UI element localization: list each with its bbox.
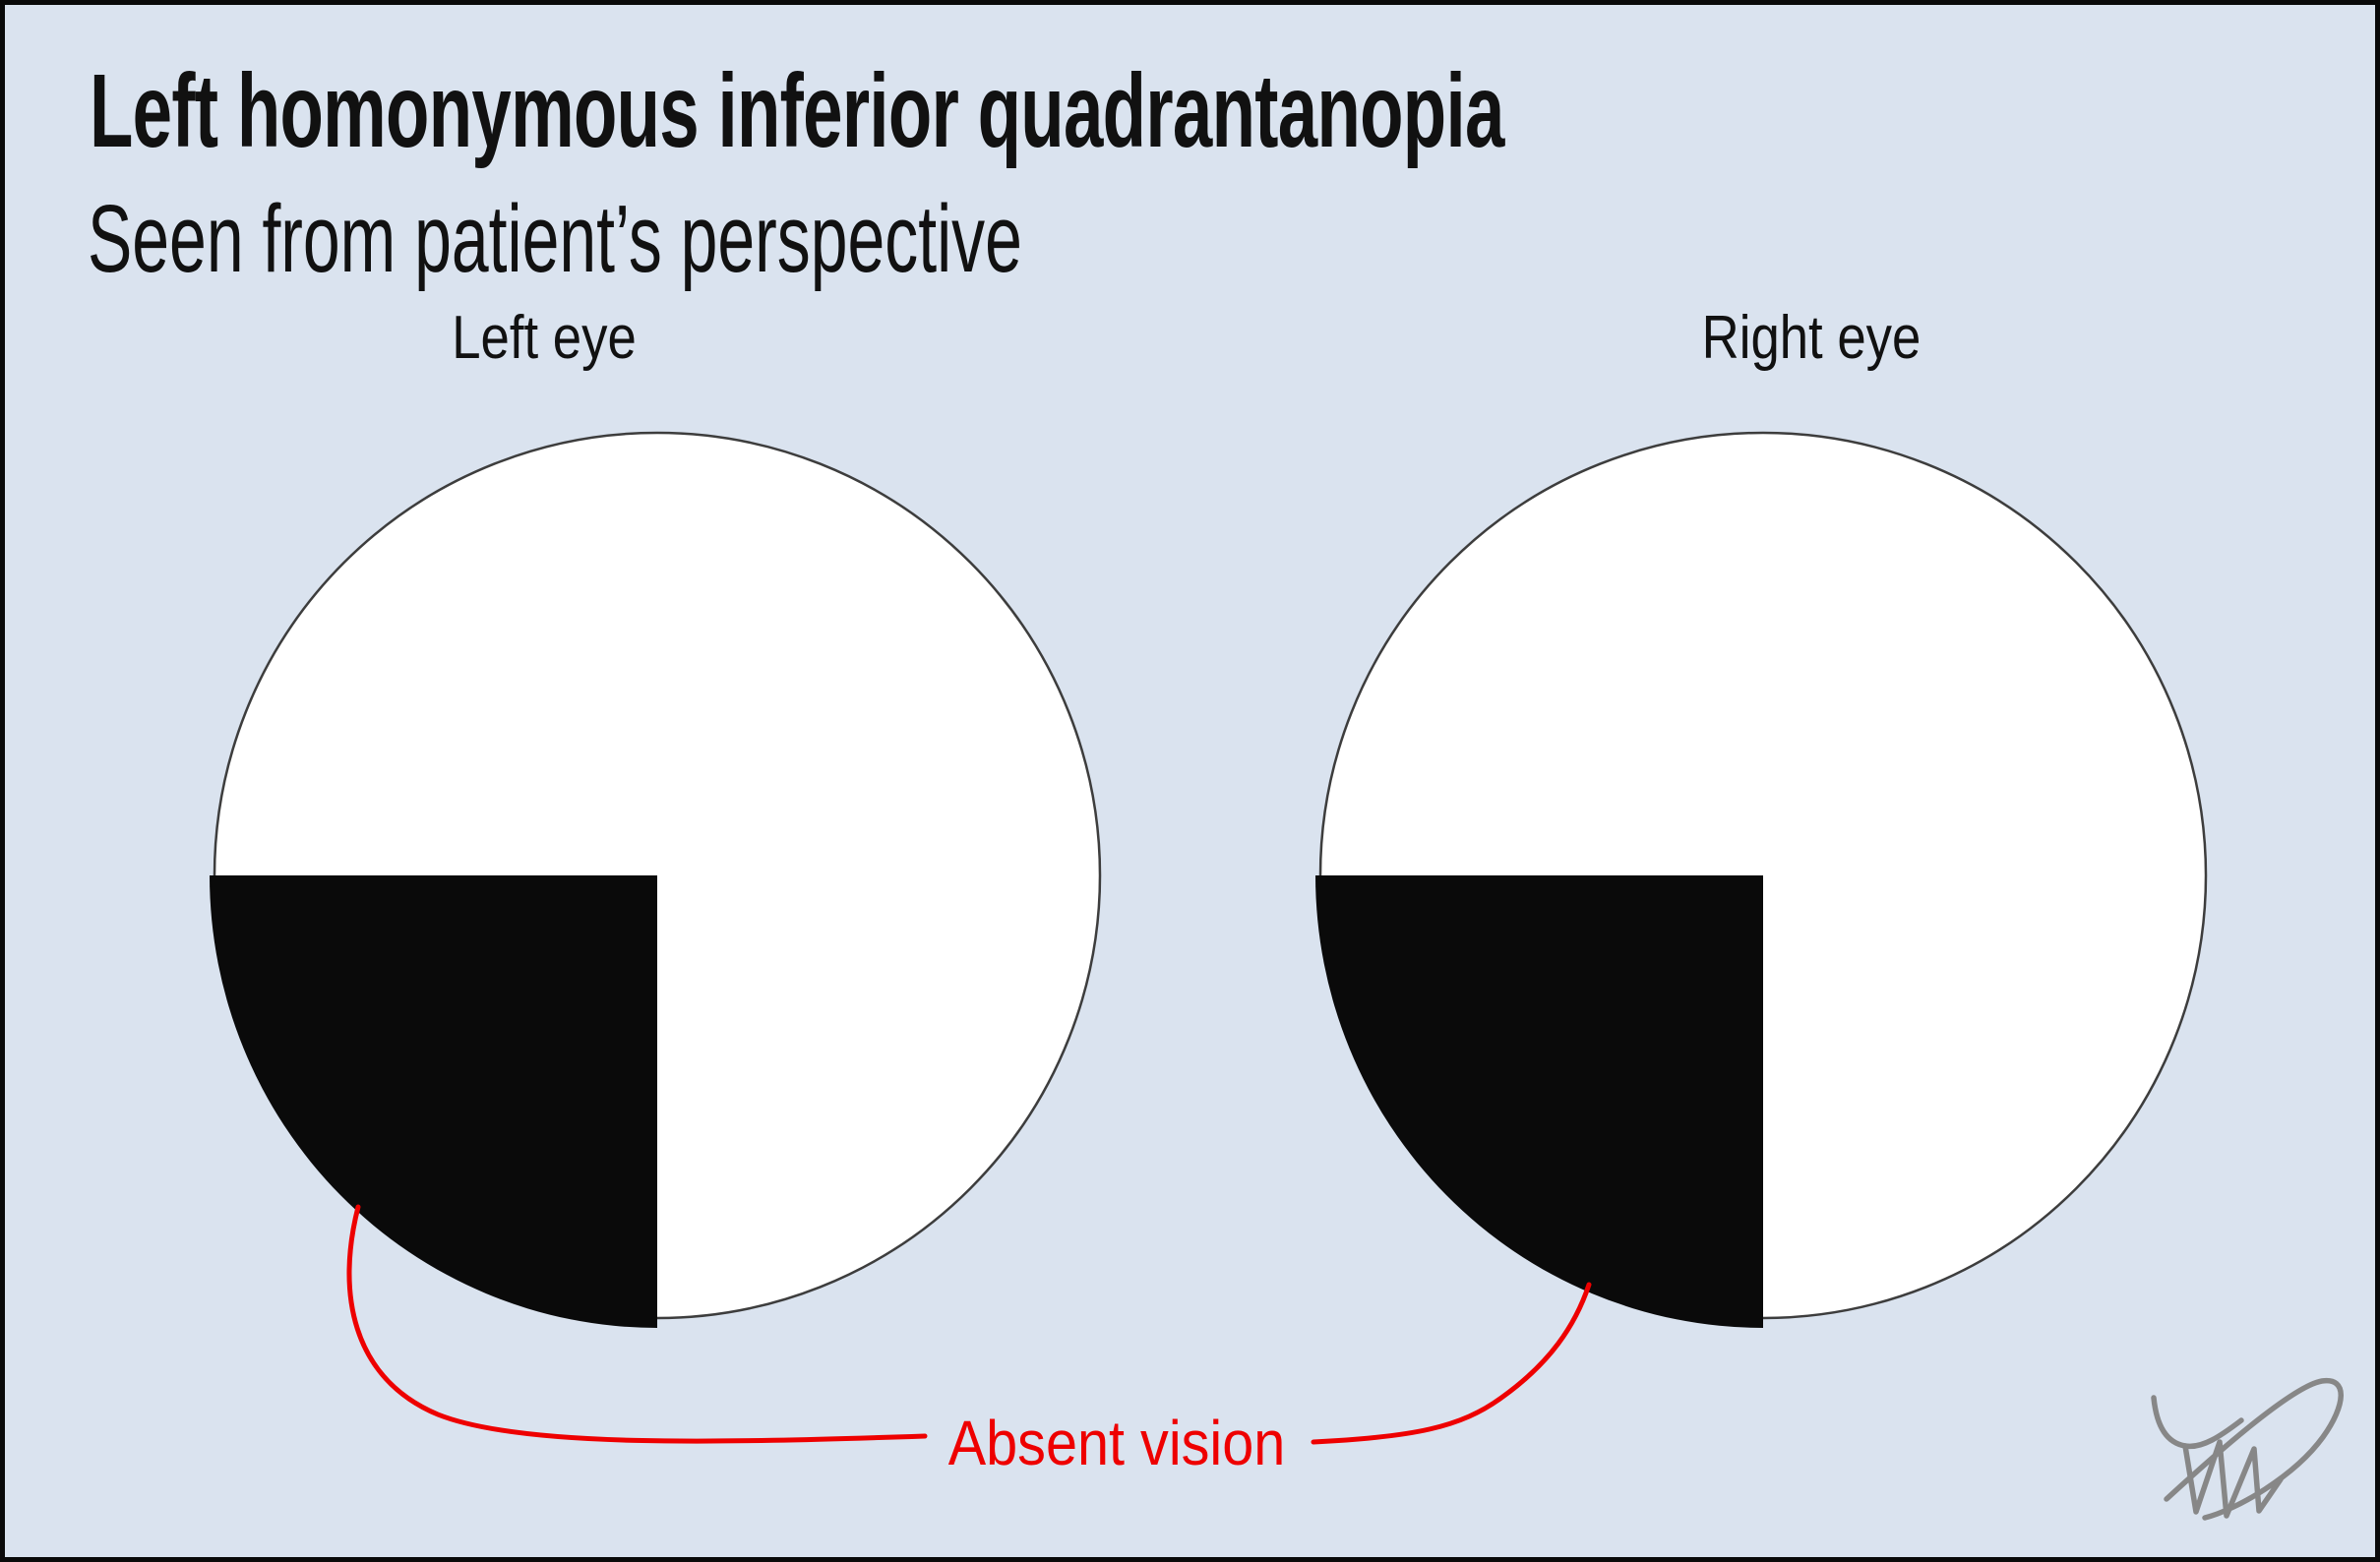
page-title: Left homonymous inferior quadrantanopia [90,53,1504,169]
leader-line-left [346,1204,928,1444]
right-eye-label: Right eye [1701,304,1922,372]
right-eye-defect-quadrant [1315,875,1763,1328]
leader-line-right [1311,1282,1592,1445]
left-eye-label: Left eye [452,304,637,372]
visual-field-figure [210,431,2344,1521]
absent-vision-label: Absent vision [947,1408,1286,1478]
page-subtitle: Seen from patient’s perspective [88,185,1022,292]
signature-icon [2151,1378,2344,1521]
left-eye-defect-quadrant [210,875,657,1328]
